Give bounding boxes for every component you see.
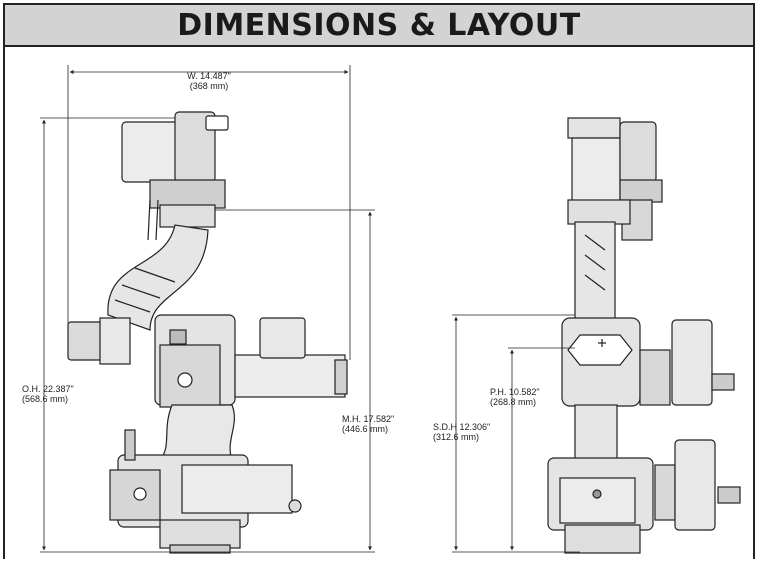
width-metric-label: (368 mm) [190,81,229,91]
mount-height-label: M.H. 17.582" [342,414,394,424]
sdh-metric-label: (312.6 mm) [433,432,479,442]
width-label: W. 14.487" [187,71,231,81]
sdh-label: S.D.H 12.306" [433,422,490,432]
right-dimension-lines [452,314,580,553]
title-bar: DIMENSIONS & LAYOUT [3,3,755,47]
overall-height-metric-label: (568.6 mm) [22,394,68,404]
pivot-height-label: P.H. 10.582" [490,387,540,397]
left-view-drawing [67,111,348,554]
pivot-height-metric-label: (268.8 mm) [490,397,536,407]
left-dimension-lines [40,65,375,553]
overall-height-label: O.H. 22.387" [22,384,74,394]
right-view-drawing [547,117,741,554]
mount-height-metric-label: (446.6 mm) [342,424,388,434]
page-title: DIMENSIONS & LAYOUT [177,7,581,43]
